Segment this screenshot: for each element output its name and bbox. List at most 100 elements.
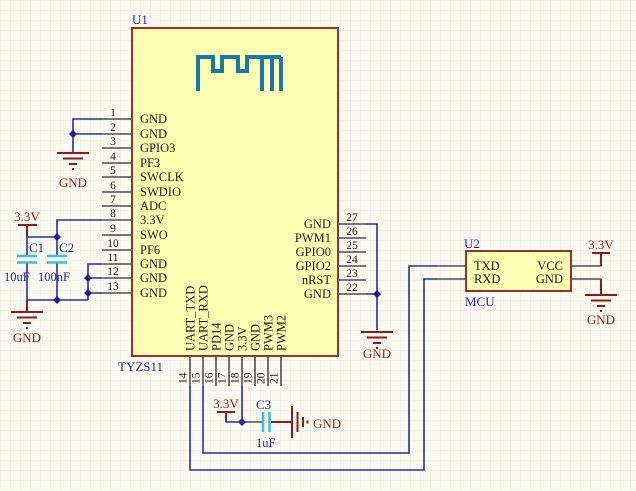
pin-name: UART_TXD [184, 286, 198, 351]
pin-number: 15 [191, 372, 203, 384]
pin-name: VCC [537, 259, 563, 273]
power-bar-icon [592, 252, 610, 266]
pin-name: GPIO2 [296, 259, 331, 273]
pin-name: GPIO3 [140, 141, 175, 155]
pin-name: GND [304, 287, 331, 301]
net-label-3v3: 3.3V [213, 396, 239, 411]
c3-value-label: 1uF [256, 436, 276, 450]
pin-name: UART_RXD [197, 285, 211, 351]
pin-number: 14 [178, 372, 190, 384]
wire-uart-txd-to-mcu-rxd [189, 278, 437, 471]
junction-dot [238, 418, 246, 426]
u1-ref-label: U1 [132, 12, 148, 27]
u1-right-pin-names: GND PWM1 GPIO0 GPIO2 nRST GND [295, 217, 331, 301]
pin-number: 16 [204, 372, 216, 384]
u1-left-pin-numbers: 1 2 3 4 5 6 7 8 9 10 11 12 13 [107, 107, 119, 293]
c2-ref-label: C2 [59, 240, 74, 255]
pin-name: GND [140, 257, 167, 271]
gnd-icon [361, 331, 393, 349]
pin-number: 10 [107, 238, 119, 250]
capacitor-plates [261, 412, 271, 432]
pin-name: RXD [474, 272, 500, 286]
pin-number: 13 [107, 281, 119, 293]
pin-number: 17 [217, 372, 229, 384]
pin-name: 3.3V [140, 213, 165, 227]
pin-number: 8 [110, 208, 116, 220]
junction-dot [84, 274, 92, 282]
junction-dot [53, 296, 61, 304]
u2-pin-stubs [437, 265, 601, 280]
net-label-gnd: GND [587, 312, 615, 327]
pin-name: GND [140, 286, 167, 300]
u2-mcu: U2 MCU TXD RXD VCC GND [464, 236, 572, 309]
pin-name: SWDIO [140, 185, 181, 199]
pin-number: 7 [110, 194, 116, 206]
net-label-gnd: GND [59, 175, 87, 190]
net-label-gnd: GND [363, 346, 391, 361]
pin-name: PWM3 [262, 315, 276, 351]
antenna-icon [196, 55, 283, 91]
pin-name: SWCLK [140, 170, 184, 184]
pin-name: GND [536, 272, 563, 286]
pin-name: GND [223, 324, 237, 351]
capacitor-c1: C1 10uF [4, 240, 44, 284]
u1-part-label: TYZS11 [118, 359, 163, 374]
u1-bottom-pin-numbers: 14 15 16 17 18 19 20 21 [178, 372, 281, 384]
gnd-icon [291, 406, 309, 438]
pin-number: 22 [346, 282, 358, 294]
pin-name: GND [140, 112, 167, 126]
net-label-3v3: 3.3V [14, 209, 40, 224]
gnd-symbol-c3: GND [291, 406, 341, 438]
pin-number: 9 [110, 223, 116, 235]
pin-name: PWM1 [295, 231, 331, 245]
gnd-symbol-top-left: GND [57, 152, 89, 190]
pin-number: 6 [110, 180, 116, 192]
pin-number: 1 [110, 107, 116, 119]
pin-name: GND [304, 217, 331, 231]
pin-number: 27 [346, 212, 358, 224]
pin-number: 24 [346, 254, 358, 266]
pin-number: 18 [230, 372, 242, 384]
u1-bottom-pin-names: UART_TXD UART_RXD PD14 GND 3.3V GND PWM3… [184, 285, 289, 351]
net-label-gnd: GND [313, 416, 341, 431]
pin-number: 11 [107, 252, 118, 264]
junction-dot [53, 233, 61, 241]
gnd-icon [11, 300, 43, 329]
power-3v3-bottom: 3.3V [213, 396, 239, 422]
c2-value-label: 100nF [38, 270, 70, 284]
pin-number: 12 [107, 266, 119, 278]
pin-number: 19 [243, 372, 255, 384]
junction-dots [53, 130, 381, 426]
capacitor-plates [47, 254, 67, 264]
pin-name: GND [140, 127, 167, 141]
u1-right-pin-numbers: 27 26 25 24 23 22 [346, 212, 358, 294]
power-3v3-u2: 3.3V [588, 237, 614, 266]
pin-number: 26 [346, 226, 358, 238]
capacitor-plates [17, 254, 37, 264]
pin-name: SWO [140, 228, 168, 242]
c1-ref-label: C1 [29, 240, 44, 255]
c3-ref-label: C3 [256, 397, 271, 412]
u1-left-pin-stubs [102, 118, 132, 294]
gnd-symbol-bottom-left: GND [11, 300, 43, 345]
u1-body [131, 27, 339, 357]
pin-number: 3 [110, 136, 116, 148]
pin-name: 3.3V [236, 326, 250, 351]
pin-number: 5 [110, 165, 116, 177]
pin-number: 23 [346, 268, 358, 280]
u2-part-label: MCU [465, 294, 495, 309]
u1-left-pin-names: GND GND GPIO3 PF3 SWCLK SWDIO ADC 3.3V S… [140, 112, 184, 300]
power-bar-icon [18, 224, 37, 237]
pin-name: ADC [140, 199, 166, 213]
pin-name: GPIO0 [296, 245, 331, 259]
pin-name: TXD [474, 259, 500, 273]
gnd-icon [585, 279, 617, 312]
gnd-icon [57, 152, 89, 170]
u2-body [465, 250, 572, 292]
pin-name: GND [140, 271, 167, 285]
pin-name: nRST [302, 273, 332, 287]
pin-number: 2 [110, 122, 116, 134]
gnd-symbol-right-of-u1: GND [361, 331, 393, 361]
pin-name: GND [249, 324, 263, 351]
